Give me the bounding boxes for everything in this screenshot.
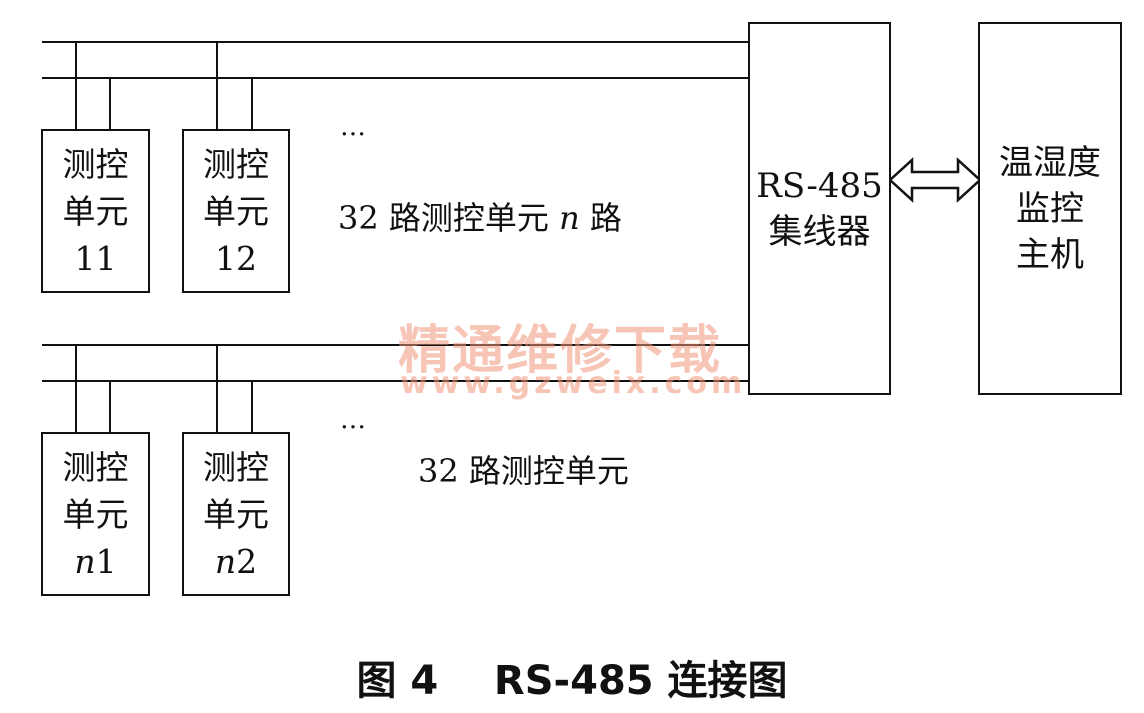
- unit-11-id-rest: 11: [74, 238, 117, 278]
- note-top-suffix: 路: [579, 199, 622, 237]
- unit-11: 测控 单元 11: [41, 129, 150, 293]
- unit-n2: 测控 单元 n2: [182, 432, 290, 596]
- unit-12-line2: 单元: [203, 191, 269, 231]
- unit-n1-line2: 单元: [62, 494, 129, 534]
- unit-12-line1: 测控: [203, 144, 269, 184]
- figure-caption: 图 4 RS-485 连接图: [356, 658, 788, 704]
- watermark-title: 精通维修下载: [398, 321, 723, 381]
- unit-n1-id-italic: n: [74, 541, 96, 581]
- host-line1: 温湿度: [999, 142, 1101, 183]
- host-line2: 监控: [1016, 188, 1084, 229]
- unit-11-line1: 测控: [62, 144, 129, 184]
- unit-n1-line1: 测控: [62, 447, 129, 487]
- unit-n2-id-italic: n: [214, 541, 237, 581]
- unit-12-id: 12: [215, 235, 257, 282]
- unit-12: 测控 单元 12: [182, 129, 290, 293]
- unit-n2-id-rest: 2: [236, 541, 258, 581]
- note-top: 32 路测控单元 n 路: [338, 193, 622, 239]
- unit-n2-line2: 单元: [203, 494, 269, 534]
- note-top-italic: n: [559, 199, 580, 237]
- hub-line1: RS-485: [756, 165, 883, 206]
- unit-12-id-rest: 12: [215, 238, 257, 278]
- unit-11-id: 11: [75, 235, 117, 282]
- hub-line2: 集线器: [768, 211, 871, 252]
- unit-n1: 测控 单元 n1: [41, 432, 150, 596]
- unit-n1-id: n1: [74, 538, 116, 585]
- note-top-prefix: 32 路测控单元: [338, 199, 560, 237]
- unit-n2-id: n2: [215, 538, 257, 585]
- note-bottom: 32 路测控单元: [418, 452, 629, 490]
- monitoring-host: 温湿度 监控 主机: [978, 22, 1122, 395]
- ellipsis-bottom: …: [340, 405, 367, 435]
- watermark-url: www.gzweix.com: [400, 366, 747, 401]
- unit-n2-line1: 测控: [203, 447, 269, 487]
- unit-11-line2: 单元: [62, 191, 129, 231]
- unit-n1-id-rest: 1: [95, 541, 117, 581]
- ellipsis-top: …: [340, 112, 367, 142]
- host-line3: 主机: [1016, 234, 1084, 275]
- bidirectional-arrow: [888, 157, 982, 203]
- rs485-hub: RS-485 集线器: [748, 22, 891, 395]
